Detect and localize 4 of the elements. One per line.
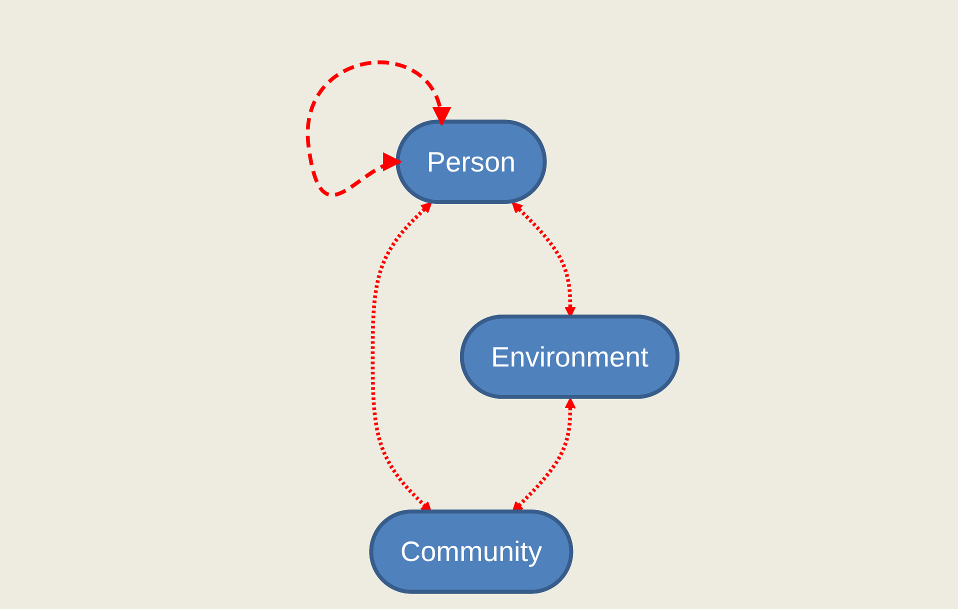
ellipse-node: Environment xyxy=(460,314,680,399)
ellipse-node: Person xyxy=(396,120,547,204)
dashed-arrow xyxy=(306,60,449,196)
ellipse-node: Community xyxy=(369,510,574,594)
